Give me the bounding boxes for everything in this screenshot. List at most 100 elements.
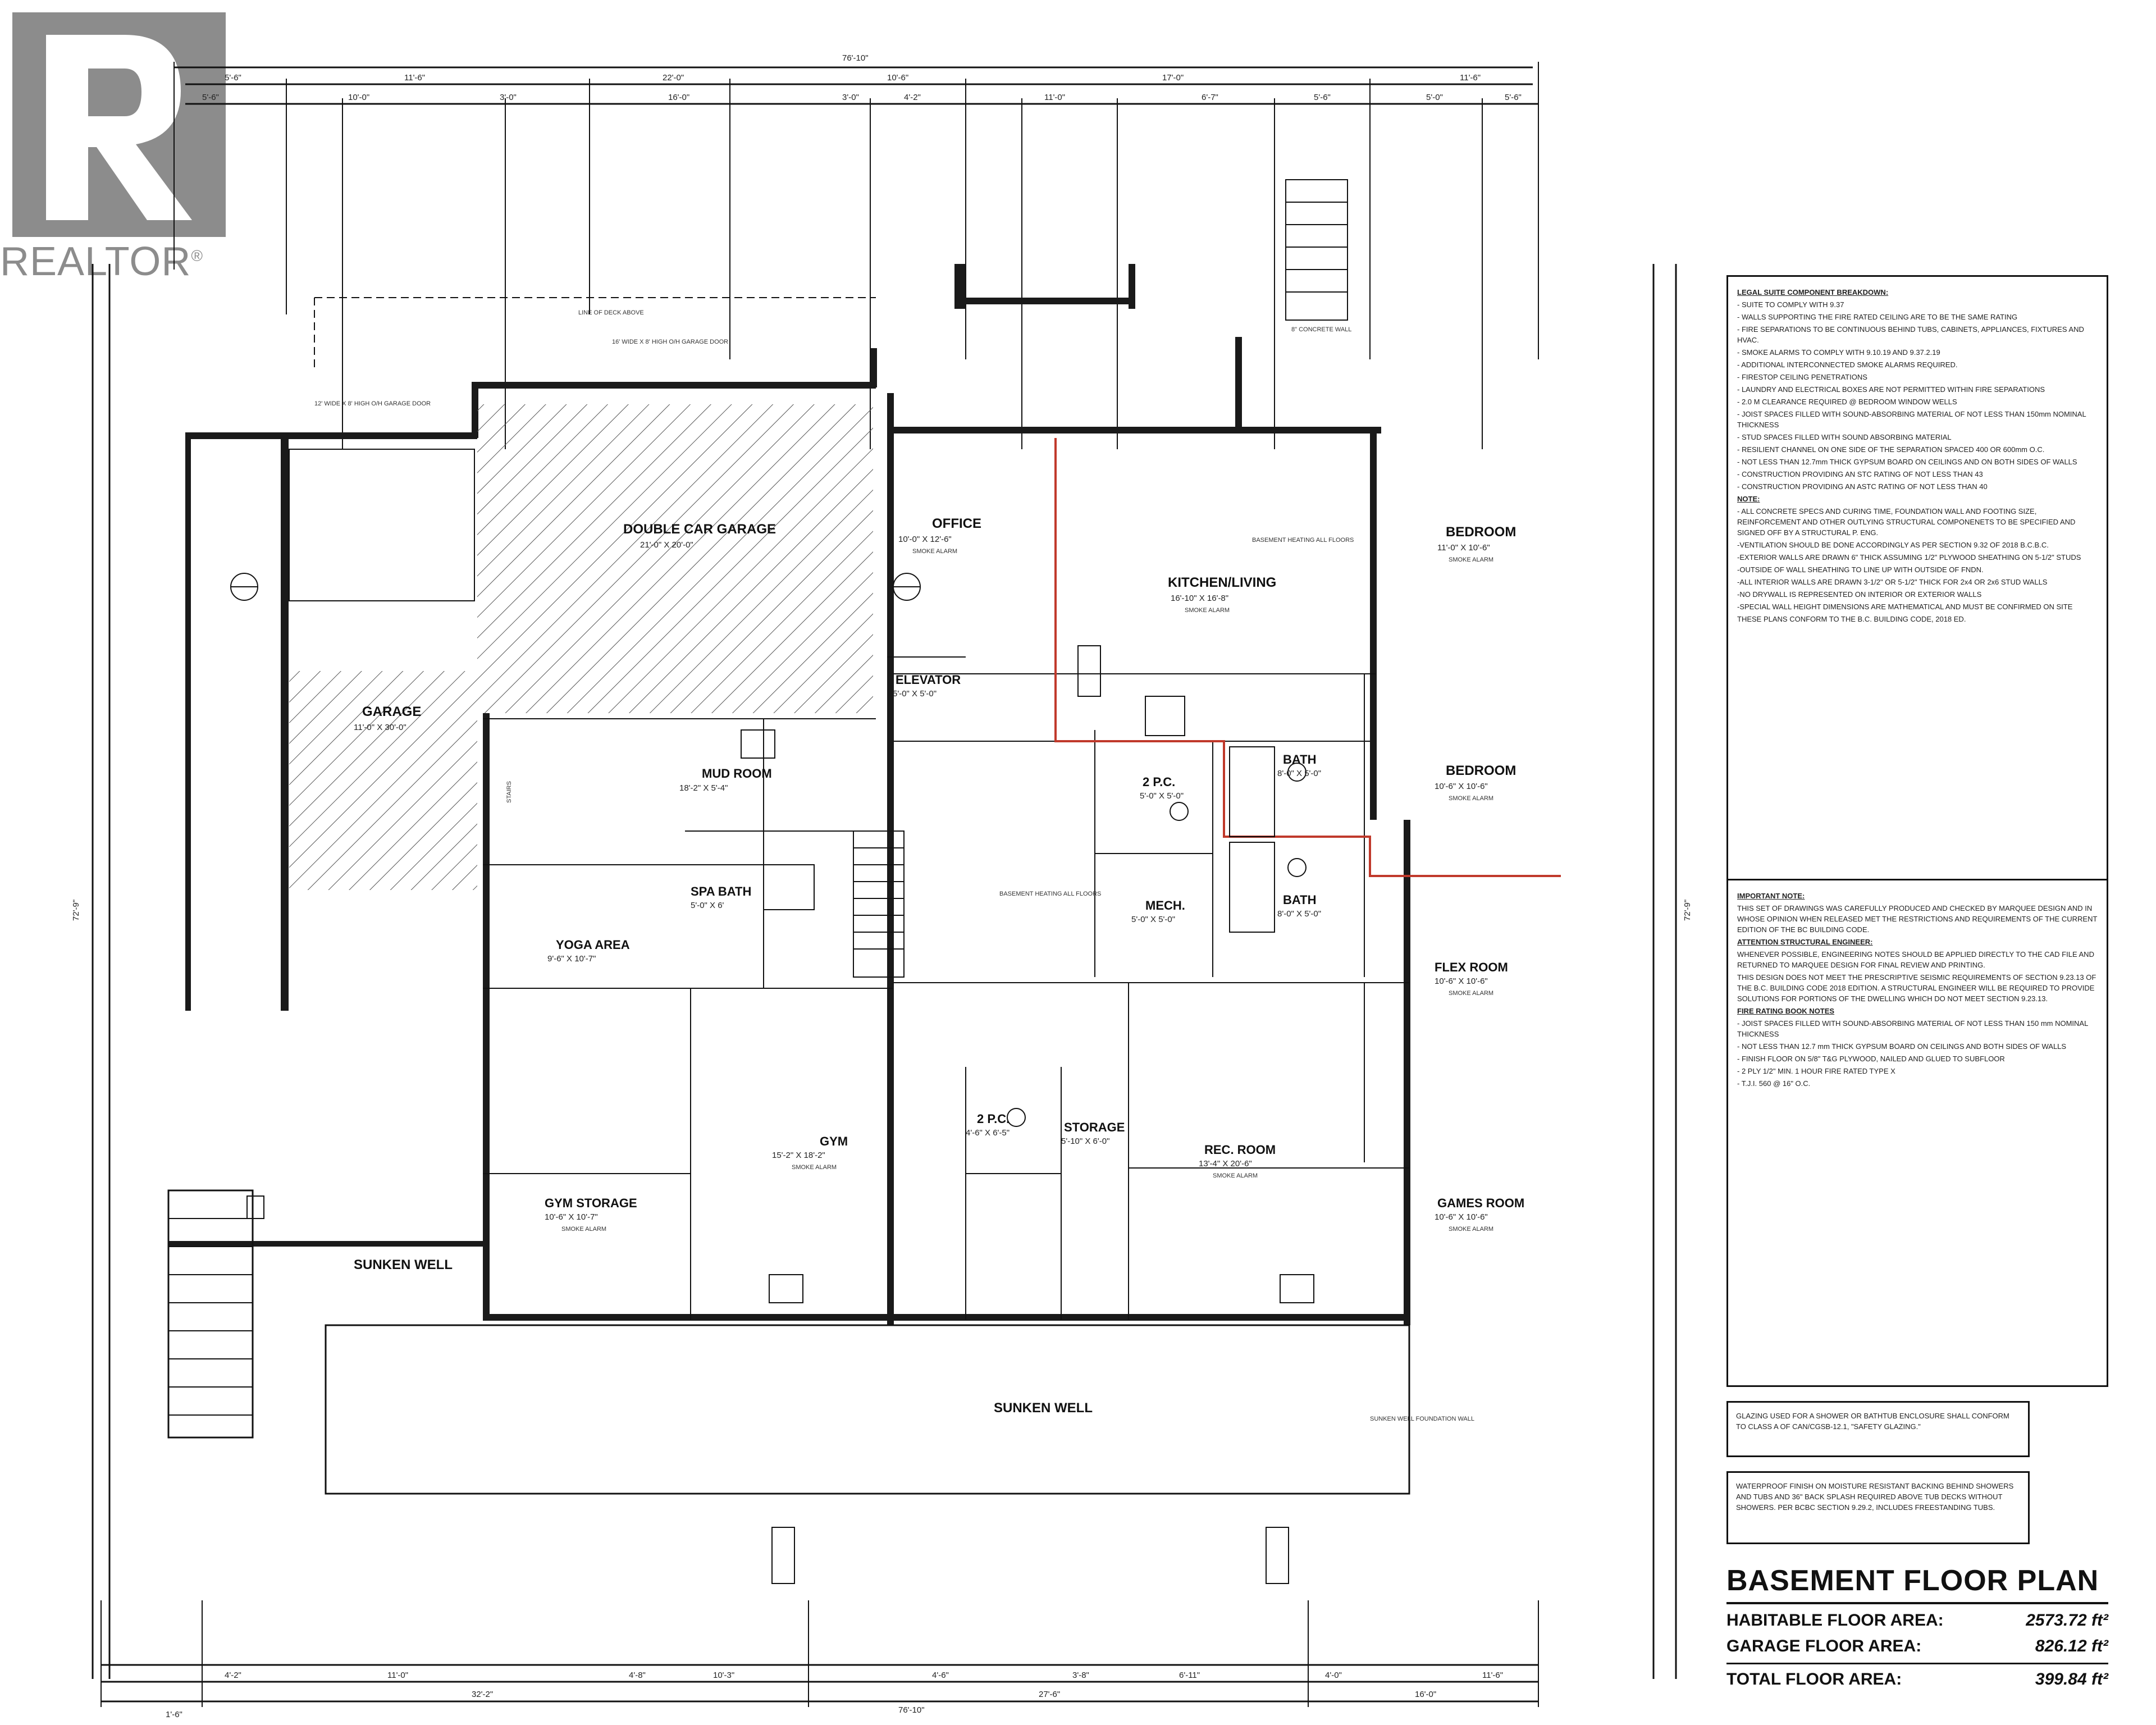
stairs [167,179,1348,1439]
basement-heating-note-1: BASEMENT HEATING ALL FLOORS [1252,537,1354,544]
realtor-watermark: REALTOR® [0,0,236,292]
total-area-row: TOTAL FLOOR AREA: 399.84 ft² [1726,1663,2108,1689]
svg-text:11'-0": 11'-0" [387,1671,408,1680]
two-pc-size: 5'-0" X 5'-0" [1140,791,1184,801]
svg-text:11'-0": 11'-0" [1044,93,1065,102]
svg-text:17'-0": 17'-0" [1162,73,1184,83]
waterproof-finish-note-box: WATERPROOF FINISH ON MOISTURE RESISTANT … [1726,1471,2030,1544]
overall-depth-left: 72'-9" [71,900,81,921]
svg-text:4'-2": 4'-2" [225,1671,241,1680]
svg-text:27'-6": 27'-6" [1039,1690,1060,1699]
spa-bath-size: 5'-0" X 6' [691,901,724,910]
bottom-dimension-text-a: 1'-6" 32'-2" 27'-6" 16'-0" [166,1690,1436,1719]
flex-room-name: FLEX ROOM [1435,960,1508,974]
rec-room-alarm: SMOKE ALARM [1213,1172,1258,1179]
storage-size: 5'-10" X 6'-0" [1061,1137,1109,1146]
line-of-deck-label: LINE OF DECK ABOVE [578,309,644,316]
rec-room-name: REC. ROOM [1204,1143,1276,1157]
two-pc-b-size: 4'-6" X 6'-5" [966,1128,1010,1138]
overall-width-top: 76'-10" [842,53,869,63]
sunken-well-west-name: SUNKEN WELL [354,1257,453,1272]
bottom-dimension-lines: 76'-10" [101,1600,1539,1715]
section-markers [230,573,1289,1584]
garage-door-label-2: 12' WIDE X 8' HIGH O/H GARAGE DOOR [314,400,431,407]
bath2-name: BATH [1283,893,1316,907]
yoga-area-name: YOGA AREA [556,938,630,952]
yoga-area-size: 9'-6" X 10'-7" [547,954,596,964]
mech-name: MECH. [1145,898,1185,912]
mech-size: 5'-0" X 5'-0" [1131,915,1175,924]
svg-text:5'-6": 5'-6" [1505,93,1522,102]
flex-room-size: 10'-6" X 10'-6" [1435,976,1488,986]
bottom-dimension-text-b: 4'-2" 11'-0" 4'-8" 10'-3" 4'-6" 3'-8" 6'… [225,1671,1503,1680]
svg-text:22'-0": 22'-0" [663,73,684,83]
svg-text:5'-6": 5'-6" [1314,93,1331,102]
elevator-size: 5'-0" X 5'-0" [893,689,937,699]
top-dimension-text-a: 5'-6" 11'-6" 22'-0" 10'-6" 17'-0" 11'-6" [225,73,1481,83]
svg-text:4'-8": 4'-8" [629,1671,646,1680]
bedroom1-size: 11'-0" X 10'-6" [1437,543,1490,553]
svg-text:10'-3": 10'-3" [713,1671,734,1680]
concrete-wall-label: 8" CONCRETE WALL [1291,326,1351,333]
svg-text:32'-2": 32'-2" [472,1690,493,1699]
safety-glazing-note-box: GLAZING USED FOR A SHOWER OR BATHTUB ENC… [1726,1401,2030,1457]
plumbing-fixtures [741,645,1314,1303]
svg-text:3'-0": 3'-0" [500,93,517,102]
rec-room-size: 13'-4" X 20'-6" [1199,1159,1252,1169]
double-garage-name: DOUBLE CAR GARAGE [623,522,776,537]
top-dimension-text-b: 5'-6" 10'-0" 3'-0" 16'-0" 3'-0" 4'-2" 11… [202,93,1522,102]
bedroom2-name: BEDROOM [1446,763,1516,778]
svg-text:3'-0": 3'-0" [842,93,859,102]
sunken-well-south-outline [325,1324,1410,1495]
garage-area-row: GARAGE FLOOR AREA: 826.12 ft² [1726,1637,2108,1655]
svg-text:6'-11": 6'-11" [1179,1671,1200,1680]
important-notes-box: IMPORTANT NOTE: THIS SET OF DRAWINGS WAS… [1726,879,2108,1387]
double-garage-size: 21'-0" X 20'-0" [640,540,693,550]
sunken-well-wall-label: SUNKEN WELL FOUNDATION WALL [1370,1416,1474,1422]
svg-text:5'-6": 5'-6" [202,93,219,102]
garage-name: GARAGE [362,704,421,719]
interior-walls [483,438,1409,1320]
svg-text:1'-6": 1'-6" [166,1710,182,1719]
garage-size: 11'-0" X 30'-0" [354,723,406,732]
kitchen-living-size: 16'-10" X 16'-8" [1171,594,1228,603]
svg-text:4'-6": 4'-6" [932,1671,949,1680]
spa-bath-name: SPA BATH [691,884,751,898]
realtor-logo-icon [12,12,226,237]
habitable-area-row: HABITABLE FLOOR AREA: 2573.72 ft² [1726,1611,2108,1630]
two-pc-b-name: 2 P.C. [977,1112,1010,1126]
gym-alarm: SMOKE ALARM [792,1164,837,1171]
svg-text:6'-7": 6'-7" [1202,93,1218,102]
bedroom2-size: 10'-6" X 10'-6" [1435,782,1488,791]
stairs-label: STAIRS [506,781,513,803]
office-name: OFFICE [932,516,981,531]
svg-text:10'-6": 10'-6" [887,73,908,83]
svg-text:11'-6": 11'-6" [404,73,425,83]
fire-separation-lines [1054,438,1561,877]
realtor-wordmark: REALTOR® [0,239,204,284]
kitchen-living-name: KITCHEN/LIVING [1168,575,1276,590]
room-labels: DOUBLE CAR GARAGE 21'-0" X 20'-0" GARAGE… [354,516,1524,1416]
svg-text:4'-0": 4'-0" [1325,1671,1342,1680]
basement-floor-plan-drawing: 76'-10" 76'-10" 72'-9" 72'-9" [71,53,1692,1719]
svg-text:11'-6": 11'-6" [1460,73,1481,83]
plan-title: BASEMENT FLOOR PLAN [1726,1564,2108,1604]
office-size: 10'-0" X 12'-6" [898,535,952,544]
two-pc-name: 2 P.C. [1143,775,1175,789]
overall-width-bottom: 76'-10" [898,1705,925,1715]
gym-storage-name: GYM STORAGE [545,1196,637,1210]
bath2-size: 8'-0" X 5'-0" [1277,909,1321,919]
double-garage-hatch [477,404,873,713]
kitchen-living-alarm: SMOKE ALARM [1185,607,1230,614]
gym-size: 15'-2" X 18'-2" [772,1151,825,1160]
bedroom1-name: BEDROOM [1446,524,1516,540]
games-room-size: 10'-6" X 10'-6" [1435,1212,1488,1222]
svg-text:11'-6": 11'-6" [1482,1671,1503,1680]
garage-door-label-1: 16' WIDE X 8' HIGH O/H GARAGE DOOR [612,339,728,345]
legal-suite-notes-box: LEGAL SUITE COMPONENT BREAKDOWN: - SUITE… [1726,275,2108,882]
storage-name: STORAGE [1064,1120,1125,1134]
svg-text:4'-2": 4'-2" [904,93,921,102]
svg-text:16'-0": 16'-0" [1415,1690,1436,1699]
svg-text:5'-0": 5'-0" [1426,93,1443,102]
